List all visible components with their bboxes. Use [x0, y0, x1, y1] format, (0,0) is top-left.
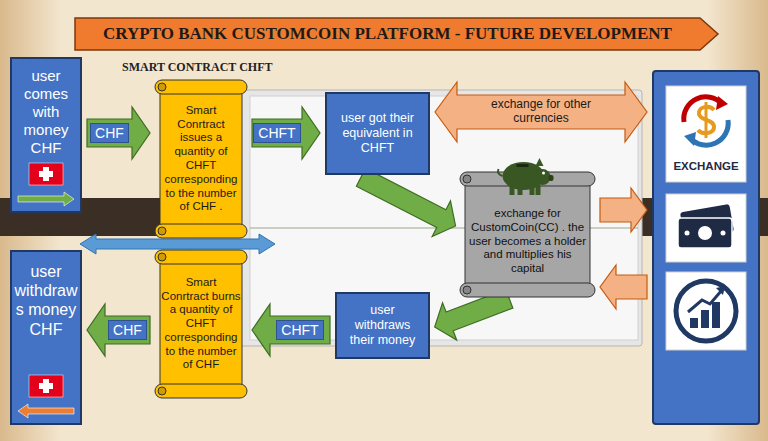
- edge-label: CHF: [108, 320, 147, 340]
- node-shape: [654, 72, 762, 427]
- scroll-roll: [155, 384, 247, 398]
- inner-panel: [250, 96, 638, 340]
- flow-arrow: [252, 107, 320, 159]
- process-box: user withdraws their money: [335, 292, 430, 359]
- swiss-flag: [29, 375, 63, 397]
- edge-label: CHF: [90, 123, 129, 143]
- icon-tile: [666, 272, 746, 350]
- swiss-flag: [29, 163, 63, 185]
- edge-label: CHFT: [276, 320, 323, 340]
- user-box: user comes with money CHF: [10, 57, 82, 213]
- scroll-curl: [158, 253, 166, 261]
- edge-label: CHFT: [253, 123, 300, 143]
- direction-arrow: [18, 404, 74, 418]
- flow-arrow: [356, 168, 455, 236]
- node-text: Smart Conrtract issues a quantity of CHF…: [161, 104, 241, 214]
- scroll-body: [160, 87, 242, 231]
- scroll-curl: [158, 227, 166, 235]
- section-label: SMART CONTRACT CHFT: [122, 60, 273, 74]
- flow-arrow: [87, 304, 150, 356]
- exchange-scroll: exchange for CustomCoin(CC) . the user b…: [460, 172, 595, 297]
- node-text: EXCHANGE: [673, 160, 738, 174]
- scroll-curl: [463, 286, 471, 294]
- node-text: user got their equivalent in CHFT: [333, 111, 422, 156]
- flow-arrow: [252, 304, 330, 356]
- scroll-roll: [155, 250, 247, 264]
- process-box: user got their equivalent in CHFT: [325, 92, 430, 175]
- flow-arrow: [600, 188, 647, 232]
- scroll-body: [465, 179, 590, 290]
- node-text: exchange for CustomCoin(CC) . the user b…: [468, 207, 587, 276]
- node-text: user comes with money CHF: [14, 67, 78, 157]
- title-banner: [75, 18, 718, 50]
- exchange-icon: [684, 96, 728, 146]
- user-box: user withdraws money CHF: [10, 250, 82, 425]
- node-shape: [460, 172, 595, 297]
- icon-tile: [666, 86, 746, 182]
- icon-tile: [666, 194, 746, 262]
- growth-chart-icon: [676, 281, 736, 341]
- flow-arrow: [435, 82, 647, 142]
- scroll-curl: [158, 387, 166, 395]
- node-text: user withdraws their money: [343, 303, 422, 348]
- flow-arrow: [600, 265, 647, 309]
- smart-contract-scroll: Smart Conrtract issues a quantity of CHF…: [155, 80, 247, 238]
- edge-label: exchange for other currencies: [474, 98, 608, 126]
- flow-arrow: [87, 107, 150, 159]
- banknote-icon: [678, 204, 734, 248]
- scroll-roll: [155, 80, 247, 94]
- scroll-curl: [158, 83, 166, 91]
- exchange-panel: EXCHANGE: [652, 70, 760, 425]
- node-text: user withdraws money CHF: [14, 262, 78, 339]
- smart-contract-scroll: Smart Conrtract burns a quantity of CHFT…: [155, 250, 247, 398]
- scroll-body: [160, 257, 242, 391]
- scroll-roll: [155, 224, 247, 238]
- piggy-bank-icon: [498, 158, 554, 195]
- diagram-title: CRYPTO BANK CUSTOMCOIN PLATFORM - FUTURE…: [75, 18, 700, 50]
- scroll-curl: [463, 175, 471, 183]
- scroll-roll: [460, 283, 595, 297]
- direction-arrow: [18, 192, 74, 206]
- node-text: Smart Conrtract burns a quantity of CHFT…: [161, 276, 241, 373]
